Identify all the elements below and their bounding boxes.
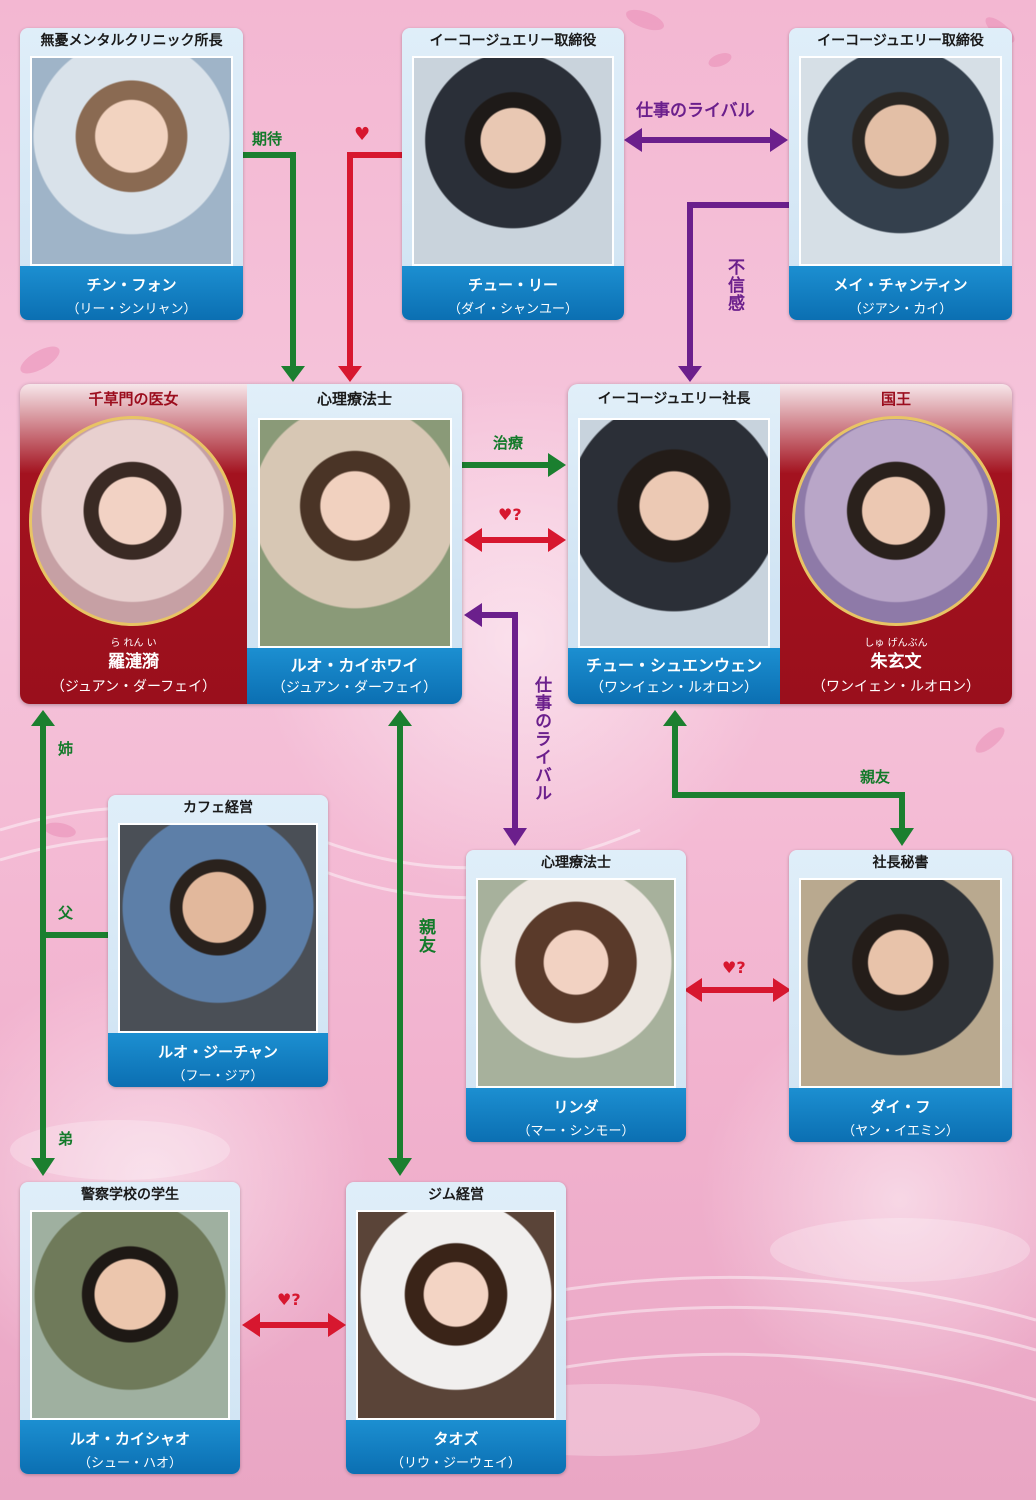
- portrait-photo: [356, 1210, 556, 1420]
- name-box: チュー・リー （ダイ・シャンユー）: [402, 266, 624, 320]
- role-label: 心理療法士: [541, 855, 611, 871]
- label-otouto: 弟: [58, 1130, 74, 1148]
- arrowhead-kitai: [281, 366, 305, 382]
- card-gym: ジム経営 タオズ （リウ・ジーウェイ）: [346, 1182, 566, 1474]
- name-box: ルオ・ジーチャン （フー・ジア）: [108, 1033, 328, 1087]
- actor-name-red: （ワンイェン・ルオロン）: [812, 679, 980, 695]
- label-rival-mid: 仕事のライバル: [531, 676, 551, 802]
- character-name: ルオ・カイシャオ: [69, 1430, 190, 1448]
- role-label-red: 国王: [880, 390, 911, 408]
- role-label: イーコージュエリー取締役: [817, 33, 984, 49]
- character-name-red: 朱玄文: [870, 652, 922, 672]
- character-name: チュー・リー: [467, 276, 558, 294]
- portrait-photo: [30, 1210, 230, 1420]
- label-heart-q-mid: ♥?: [498, 505, 522, 524]
- portrait-photo: [30, 56, 233, 266]
- portrait-oval: [29, 416, 236, 626]
- name-box: [247, 648, 462, 704]
- name-ruby: しゅ げんぶん: [864, 638, 928, 649]
- card-chin-fon: 無憂メンタルクリニック所長 チン・フォン （リー・シンリャン）: [20, 28, 243, 320]
- name-box: メイ・チャンティン （ジアン・カイ）: [789, 266, 1012, 320]
- label-chiryo: 治療: [493, 434, 524, 452]
- line-kitai: [243, 152, 296, 378]
- role-label: ジム経営: [428, 1187, 484, 1203]
- role-label-blue: イーコージュエリー社長: [597, 391, 751, 407]
- role-label: 無憂メンタルクリニック所長: [40, 33, 223, 49]
- actor-name: （リウ・ジーウェイ）: [390, 1456, 521, 1471]
- name-box: チン・フォン （リー・シンリャン）: [20, 266, 243, 320]
- label-heart-q-bottom: ♥?: [277, 1290, 301, 1309]
- label-shinyu-left: 親友: [415, 918, 435, 954]
- portrait-photo: [258, 418, 452, 648]
- actor-name: （マー・シンモー）: [517, 1124, 635, 1139]
- portrait-photo: [799, 56, 1002, 266]
- actor-name: （ダイ・シャンユー）: [447, 302, 578, 317]
- role-label: 警察学校の学生: [81, 1187, 179, 1203]
- portrait-oval: [792, 416, 1000, 626]
- actor-name-blue: （ジュアン・ダーフェイ）: [271, 680, 438, 696]
- card-mei: イーコージュエリー取締役 メイ・チャンティン （ジアン・カイ）: [789, 28, 1012, 320]
- card-cafe: カフェ経営 ルオ・ジーチャン （フー・ジア）: [108, 795, 328, 1087]
- portrait-photo: [476, 878, 676, 1088]
- actor-name: （ヤン・イエミン）: [842, 1124, 959, 1139]
- panel-chu-xuanwen: イーコージュエリー社長 チュー・シュエンウェン （ワンイェン・ルオロン） 国王 …: [568, 384, 1012, 704]
- label-heart-q-right: ♥?: [722, 958, 746, 977]
- name-box: リンダ （マー・シンモー）: [466, 1088, 686, 1142]
- panel-luo-kaihuai: 千草門の医女 ら れん い 羅漣漪 （ジュアン・ダーフェイ） 心理療法士 ルオ・…: [20, 384, 462, 704]
- line-heart-churi: [347, 152, 402, 378]
- arrowhead-heart-churi: [338, 366, 362, 382]
- actor-name: （シュー・ハオ）: [77, 1456, 182, 1471]
- actor-name: （フー・ジア）: [172, 1069, 264, 1084]
- name-box: ダイ・フ （ヤン・イエミン）: [789, 1088, 1012, 1142]
- portrait-photo: [118, 823, 318, 1033]
- role-label: カフェ経営: [183, 800, 253, 816]
- portrait-photo: [412, 56, 614, 266]
- label-heart: ♥: [354, 124, 371, 145]
- name-box: ルオ・カイシャオ （シュー・ハオ）: [20, 1420, 240, 1474]
- line-rival-mid: [480, 612, 518, 830]
- character-name: メイ・チャンティン: [833, 276, 968, 294]
- character-name: ルオ・ジーチャン: [158, 1043, 278, 1061]
- name-box: [568, 648, 780, 704]
- actor-name-red: （ジュアン・ダーフェイ）: [50, 679, 217, 695]
- character-name: ダイ・フ: [870, 1098, 931, 1116]
- line-shinyu-right: [672, 725, 905, 830]
- role-label: イーコージュエリー取締役: [429, 33, 597, 49]
- line-fushinkan: [687, 202, 790, 378]
- name-ruby: ら れん い: [110, 638, 157, 649]
- label-kitai: 期待: [252, 130, 283, 148]
- character-name: チン・フォン: [86, 276, 177, 294]
- role-label-blue: 心理療法士: [316, 390, 392, 408]
- card-student: 警察学校の学生 ルオ・カイシャオ （シュー・ハオ）: [20, 1182, 240, 1474]
- character-name: タオズ: [433, 1430, 479, 1448]
- actor-name-blue: （ワンイェン・ルオロン）: [590, 680, 758, 696]
- character-name-blue: チュー・シュエンウェン: [585, 656, 762, 675]
- card-linda: 心理療法士 リンダ （マー・シンモー）: [466, 850, 686, 1142]
- role-label-red: 千草門の医女: [88, 390, 179, 408]
- actor-name: （リー・シンリャン）: [66, 302, 197, 317]
- label-shinyu-right: 親友: [860, 768, 891, 786]
- label-ane: 姉: [58, 740, 74, 758]
- name-box: タオズ （リウ・ジーウェイ）: [346, 1420, 566, 1474]
- card-chu-ri: イーコージュエリー取締役 チュー・リー （ダイ・シャンユー）: [402, 28, 624, 320]
- label-fushinkan: 不信感: [724, 258, 744, 312]
- character-name: リンダ: [553, 1098, 599, 1116]
- card-daifu: 社長秘書 ダイ・フ （ヤン・イエミン）: [789, 850, 1012, 1142]
- label-rival-top: 仕事のライバル: [636, 101, 755, 121]
- portrait-photo: [799, 878, 1002, 1088]
- portrait-photo: [578, 418, 770, 648]
- character-name-red: 羅漣漪: [108, 652, 159, 672]
- character-name-blue: ルオ・カイホワイ: [290, 656, 419, 675]
- role-label: 社長秘書: [872, 855, 929, 871]
- label-chichi: 父: [58, 904, 74, 922]
- actor-name: （ジアン・カイ）: [848, 302, 953, 317]
